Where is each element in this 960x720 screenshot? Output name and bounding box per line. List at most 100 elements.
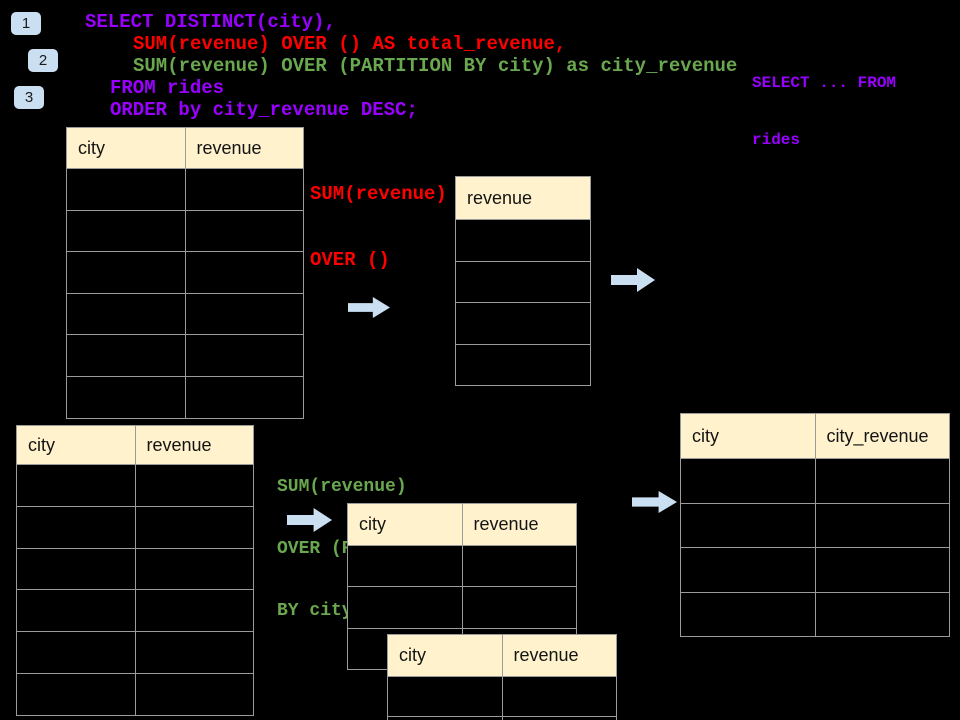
column-header-city: city <box>348 504 463 545</box>
table-cell-empty <box>503 677 617 716</box>
sql-line-order-by: ORDER by city_revenue DESC; <box>110 99 418 121</box>
table-body <box>456 219 590 385</box>
table-cell-empty <box>17 590 136 632</box>
sql-line-total-revenue: SUM(revenue) OVER () AS total_revenue, <box>133 33 567 55</box>
flow-arrow-right-icon <box>348 297 390 318</box>
note-line: SELECT ... FROM <box>752 74 897 92</box>
table-header-row: revenue <box>456 177 590 219</box>
table-row <box>17 505 254 548</box>
table-body <box>681 458 949 636</box>
table-row <box>456 260 590 303</box>
table-total-revenue-result: revenue <box>455 176 591 386</box>
table-header-row: city revenue <box>348 504 576 545</box>
table-rides-source-bottom: city revenue <box>16 425 254 716</box>
table-row <box>681 547 949 592</box>
table-cell-empty <box>67 169 186 210</box>
table-cell-empty <box>17 548 136 590</box>
table-row <box>456 219 590 261</box>
table-row <box>17 631 253 673</box>
table-cell-empty <box>348 546 463 587</box>
table-row <box>67 292 304 335</box>
table-cell-empty <box>186 335 304 376</box>
table-cell-empty <box>136 507 254 548</box>
table-row <box>456 302 590 344</box>
table-cell-empty <box>456 262 590 303</box>
table-cell-empty <box>816 548 950 592</box>
column-header-revenue: revenue <box>473 514 539 534</box>
table-row <box>348 545 577 587</box>
table-cell-empty <box>681 592 816 636</box>
select-from-rides-note: SELECT ... FROM rides <box>752 37 896 187</box>
table-row <box>67 168 303 210</box>
table-cell-empty <box>681 459 816 503</box>
flow-arrow-right-icon <box>611 268 655 292</box>
table-city-revenue-result: city city_revenue <box>680 413 950 637</box>
table-cell-empty <box>681 548 816 592</box>
column-header-revenue: revenue <box>513 645 579 665</box>
table-row <box>17 547 254 590</box>
table-row <box>388 716 616 720</box>
label-line: SUM(revenue) <box>310 183 447 205</box>
table-cell-empty <box>816 459 950 503</box>
table-row <box>67 375 304 418</box>
table-row <box>681 591 949 636</box>
note-line: rides <box>752 131 801 149</box>
table-cell-empty <box>186 377 304 418</box>
table-cell-empty <box>136 632 254 673</box>
table-cell-empty <box>17 673 136 715</box>
column-header-revenue: revenue <box>146 434 212 455</box>
table-cell-empty <box>463 546 577 586</box>
table-cell-empty <box>136 549 254 590</box>
flow-arrow-right-icon <box>632 491 677 513</box>
column-header-revenue: revenue <box>467 187 533 208</box>
table-cell-empty <box>456 345 590 386</box>
flow-arrow-right-icon <box>287 508 332 532</box>
table-cell-empty <box>681 503 816 547</box>
table-partition-split-2: city revenue <box>387 634 617 720</box>
table-cell-empty <box>816 504 950 548</box>
table-row <box>456 343 590 386</box>
table-cell-empty <box>17 632 136 673</box>
table-row <box>348 586 577 628</box>
table-cell-empty <box>456 303 590 344</box>
table-header-row: city revenue <box>17 426 253 464</box>
table-cell-empty <box>186 211 304 252</box>
sql-line-city-revenue: SUM(revenue) OVER (PARTITION BY city) as… <box>133 55 738 77</box>
table-cell-empty <box>463 587 577 627</box>
table-row <box>67 251 303 293</box>
total-revenue-window-label: SUM(revenue) OVER () <box>310 139 447 315</box>
table-cell-empty <box>17 465 136 506</box>
table-cell-empty <box>67 252 186 293</box>
column-header-city: city <box>17 426 136 464</box>
table-cell-empty <box>136 590 254 631</box>
table-body <box>67 168 303 418</box>
table-row <box>17 589 254 632</box>
table-row <box>17 464 253 506</box>
table-cell-empty <box>67 293 186 335</box>
table-row <box>388 676 616 716</box>
step-badge-2: 2 <box>28 49 58 72</box>
table-cell-empty <box>67 335 186 376</box>
step-badge-3: 3 <box>14 86 44 109</box>
table-cell-empty <box>348 587 463 628</box>
table-cell-empty <box>136 465 254 506</box>
column-header-city: city <box>681 414 816 458</box>
table-row <box>17 672 254 715</box>
sql-line-from: FROM rides <box>110 77 225 99</box>
column-header-city: city <box>388 635 503 676</box>
table-cell-empty <box>388 717 503 720</box>
sql-line-select: SELECT DISTINCT(city), <box>85 11 336 33</box>
column-header-revenue: revenue <box>196 137 262 158</box>
table-body <box>17 464 253 715</box>
table-cell-empty <box>67 210 186 252</box>
table-cell-empty <box>388 677 503 716</box>
table-cell-empty <box>136 674 254 715</box>
table-row <box>67 209 304 252</box>
column-header-city-revenue: city_revenue <box>826 425 929 446</box>
table-cell-empty <box>186 294 304 335</box>
table-header-row: city revenue <box>67 128 303 168</box>
table-cell-empty <box>67 376 186 418</box>
table-cell-empty <box>17 506 136 548</box>
table-rides-source-top: city revenue <box>66 127 304 419</box>
